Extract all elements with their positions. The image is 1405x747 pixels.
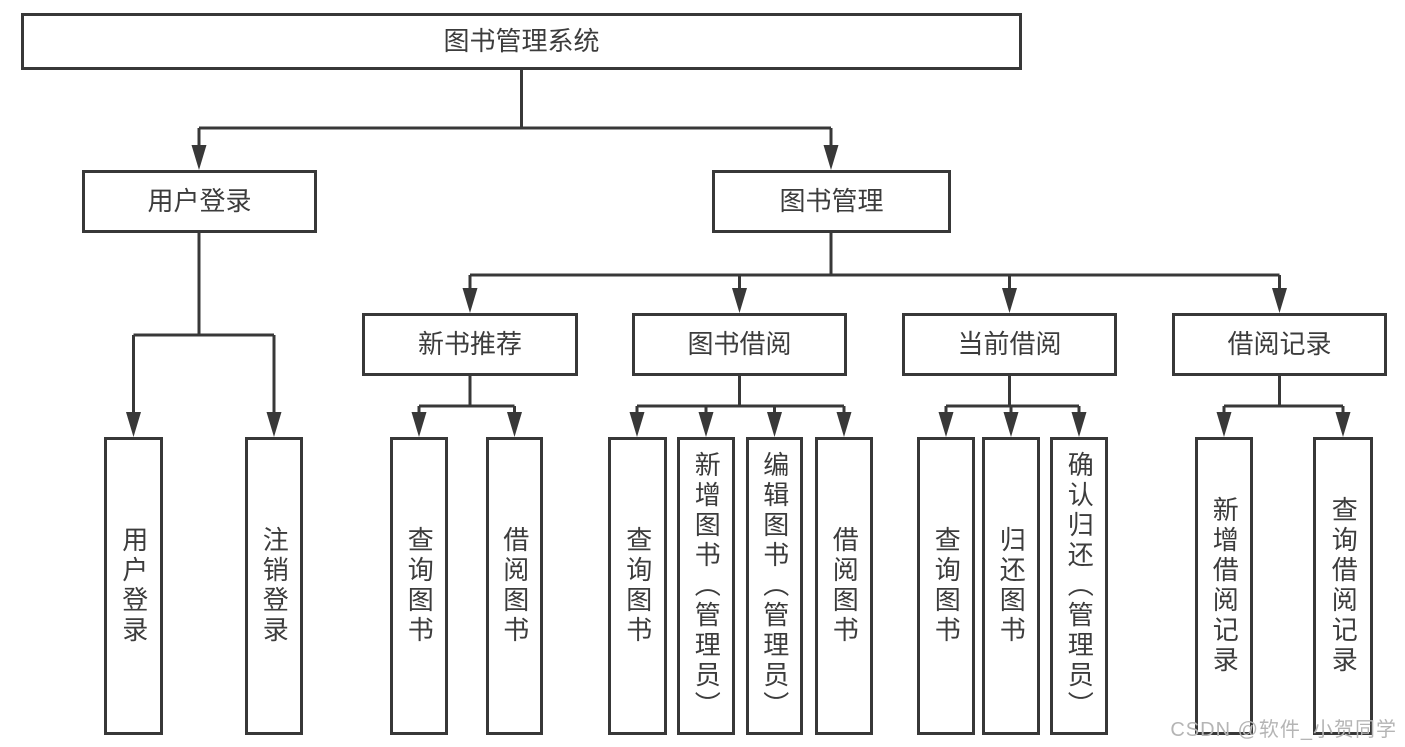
arrowhead-icon xyxy=(732,288,747,313)
node-label-add-borrow-record: 新增借阅记录 xyxy=(1209,496,1240,676)
node-label-logout: 注销登录 xyxy=(259,526,290,646)
node-return-books: 归还图书 xyxy=(982,437,1040,735)
node-current-borrowing: 当前借阅 xyxy=(902,313,1117,376)
node-root: 图书管理系统 xyxy=(21,13,1022,70)
node-label-query-books-3: 查询图书 xyxy=(931,526,962,646)
arrowhead-icon xyxy=(126,412,141,437)
arrowhead-icon xyxy=(1272,288,1287,313)
arrowhead-icon xyxy=(629,412,645,437)
node-label-book-borrowing: 图书借阅 xyxy=(687,329,792,360)
node-label-borrowing-records: 借阅记录 xyxy=(1227,329,1332,360)
node-label-edit-books-admin: 编辑图书（管理员） xyxy=(759,451,790,721)
arrowhead-icon xyxy=(1003,412,1019,437)
node-add-books-admin: 新增图书（管理员） xyxy=(677,437,735,735)
node-confirm-return-admin: 确认归还（管理员） xyxy=(1050,437,1108,735)
node-add-borrow-record: 新增借阅记录 xyxy=(1195,437,1253,735)
node-query-books-1: 查询图书 xyxy=(390,437,448,735)
node-query-books-3: 查询图书 xyxy=(917,437,975,735)
node-borrow-books-2: 借阅图书 xyxy=(815,437,873,735)
node-label-borrow-books-2: 借阅图书 xyxy=(829,526,860,646)
node-query-borrow-record: 查询借阅记录 xyxy=(1313,437,1373,735)
node-borrowing-records: 借阅记录 xyxy=(1172,313,1387,376)
node-query-books-2: 查询图书 xyxy=(608,437,667,735)
arrowhead-icon xyxy=(191,145,207,170)
arrowhead-icon xyxy=(767,412,782,437)
node-book-borrowing: 图书借阅 xyxy=(632,313,847,376)
node-label-root: 图书管理系统 xyxy=(443,26,600,57)
arrowhead-icon xyxy=(1071,412,1087,437)
node-book-management: 图书管理 xyxy=(712,170,951,233)
arrowhead-icon xyxy=(823,145,839,170)
arrowhead-icon xyxy=(698,412,714,437)
node-label-confirm-return-admin: 确认归还（管理员） xyxy=(1064,451,1095,721)
node-edit-books-admin: 编辑图书（管理员） xyxy=(746,437,803,735)
arrowhead-icon xyxy=(1335,412,1351,437)
arrowhead-icon xyxy=(836,412,852,437)
node-user-login-module: 用户登录 xyxy=(82,170,317,233)
arrowhead-icon xyxy=(938,412,954,437)
arrowhead-icon xyxy=(462,288,478,313)
arrowhead-icon xyxy=(1216,412,1232,437)
arrowhead-icon xyxy=(266,412,282,437)
arrowhead-icon xyxy=(411,412,427,437)
node-label-user-login: 用户登录 xyxy=(118,526,149,646)
node-logout: 注销登录 xyxy=(245,437,303,735)
node-label-return-books: 归还图书 xyxy=(996,526,1027,646)
node-borrow-books-1: 借阅图书 xyxy=(486,437,543,735)
node-label-new-book-recommend: 新书推荐 xyxy=(417,329,522,360)
node-label-current-borrowing: 当前借阅 xyxy=(957,329,1062,360)
node-label-query-borrow-record: 查询借阅记录 xyxy=(1328,496,1359,676)
node-label-user-login-module: 用户登录 xyxy=(147,186,252,217)
arrowhead-icon xyxy=(1002,288,1017,313)
node-user-login: 用户登录 xyxy=(104,437,163,735)
node-label-book-management: 图书管理 xyxy=(779,186,884,217)
node-label-query-books-1: 查询图书 xyxy=(404,526,435,646)
node-label-borrow-books-1: 借阅图书 xyxy=(499,526,530,646)
node-label-add-books-admin: 新增图书（管理员） xyxy=(691,451,722,721)
node-new-book-recommend: 新书推荐 xyxy=(362,313,578,376)
arrowhead-icon xyxy=(507,412,522,437)
node-label-query-books-2: 查询图书 xyxy=(622,526,653,646)
